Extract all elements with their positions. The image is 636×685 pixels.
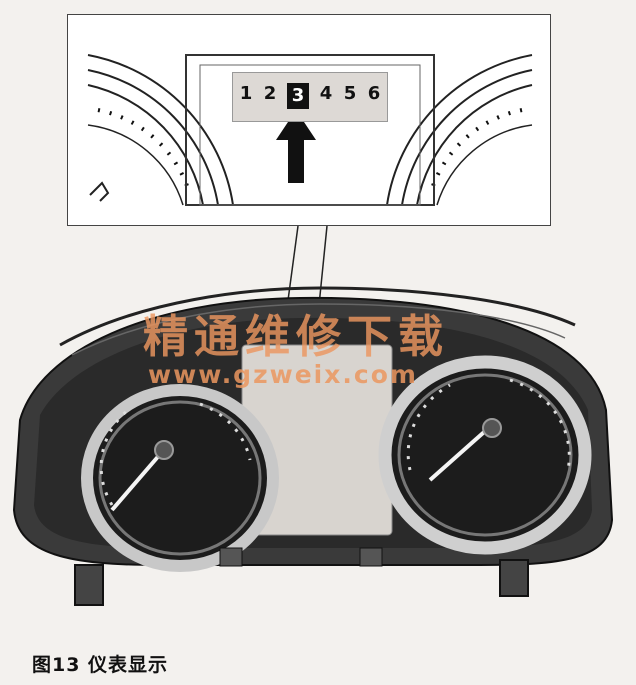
callout-gauge-arcs [87, 54, 533, 206]
watermark-chinese: 精通维修下载 [143, 310, 450, 363]
watermark-url: www.gzweix.com [148, 360, 418, 389]
gear-number: 6 [367, 83, 381, 104]
gear-number: 1 [239, 83, 253, 104]
figure-caption: 图13 仪表显示 [32, 654, 169, 676]
gear-number: 4 [319, 83, 333, 104]
gear-number: 2 [263, 83, 277, 104]
active-gear-number: 3 [287, 83, 309, 109]
gear-number: 5 [343, 83, 357, 104]
pointer-arrow-icon [276, 110, 316, 183]
